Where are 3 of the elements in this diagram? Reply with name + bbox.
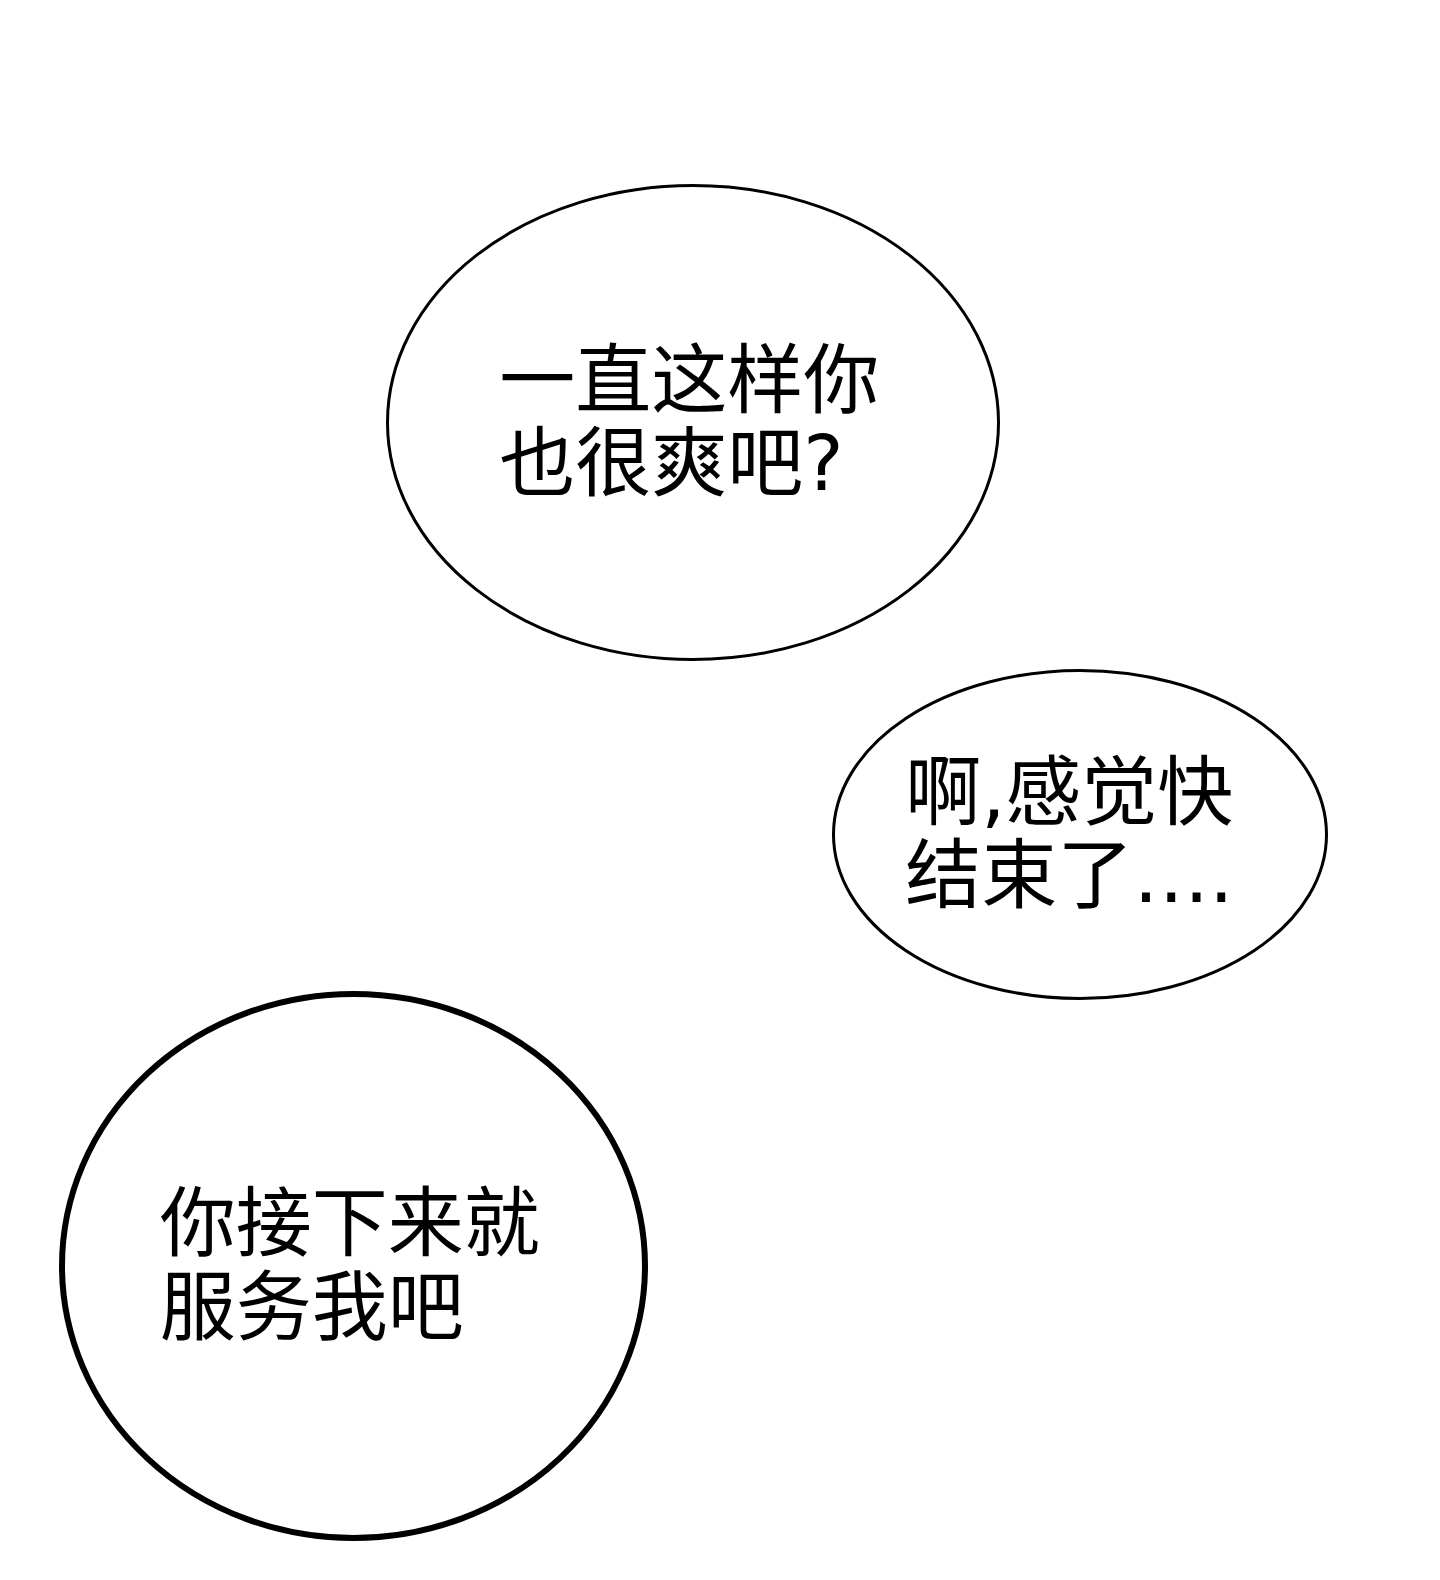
speech-text: 你接下来就服务我吧 <box>159 1182 541 1350</box>
speech-text: 啊,感觉快结束了…. <box>905 750 1235 919</box>
speech-text: 一直这样你也很爽吧? <box>499 338 881 507</box>
